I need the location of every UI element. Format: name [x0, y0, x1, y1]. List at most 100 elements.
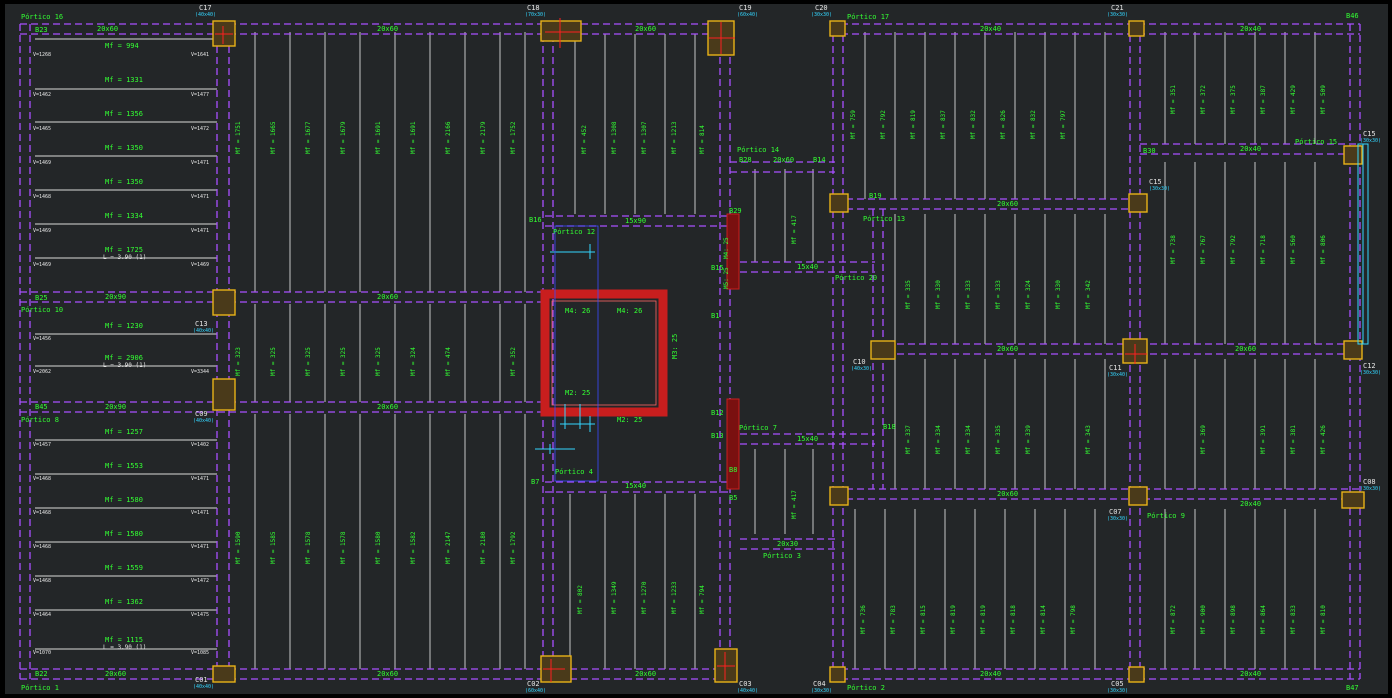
column-label: C09: [195, 410, 208, 418]
joist-moment: Mf = 333: [995, 280, 1002, 309]
portico-label: Pórtico 8: [21, 416, 59, 424]
wall-label: M4: 26: [565, 307, 591, 315]
portico-label: Pórtico 20: [835, 274, 878, 282]
joist-moment: Mf = 738: [1170, 235, 1177, 264]
joist-moment: Mf = 560: [1290, 235, 1297, 264]
beam-label: B18: [883, 423, 896, 431]
wall-label: M2: 25: [565, 389, 591, 397]
drawing-area[interactable]: Pórtico 16 Pórtico 17 Pórtico 10 Pórtico…: [5, 4, 1388, 694]
column-size: (40x40): [195, 12, 217, 18]
beam-section: 20x40: [1240, 25, 1262, 33]
joist-moment: Mf = 335: [995, 425, 1002, 454]
joist-moment: Mf = 900: [1200, 605, 1207, 634]
joist-moment: Mf = 474: [445, 347, 452, 376]
joist-moment: Mf = 759: [850, 110, 857, 139]
portico-label: Pórtico 13: [863, 215, 906, 223]
joist-moment: Mf = 1578: [340, 531, 347, 564]
beam-section: 20x40: [1240, 670, 1262, 678]
right-vertical-joists: [854, 32, 1316, 669]
shear-value: V=1457: [33, 442, 52, 448]
column-label: C05: [1111, 680, 1124, 688]
joist-moment: Mf = 994: [105, 42, 139, 50]
shear-value: V=1468: [33, 510, 52, 516]
column-size: (30x30): [811, 12, 833, 18]
column-size: (40x30): [851, 366, 873, 372]
joist-moment: Mf = 1590: [235, 531, 242, 564]
column-size: (30x30): [1107, 688, 1129, 694]
joist-moment: Mf = 1559: [105, 564, 143, 572]
joist-moment: Mf = 342: [1085, 280, 1092, 309]
column-label: C04: [813, 680, 826, 688]
portico-label: Pórtico 7: [739, 424, 777, 432]
joist-moment: Mf = 797: [1060, 110, 1067, 139]
joist-moment: Mf = 417: [791, 490, 798, 519]
joist-moment: Mf = 819: [910, 110, 917, 139]
joist-moment: Mf = 1362: [105, 598, 143, 606]
beam-label: B28: [739, 156, 752, 164]
beam-label: B8: [729, 466, 738, 474]
column-size: (30x30): [1107, 516, 1129, 522]
joist-length: L = 3.90 (1): [103, 644, 147, 651]
joist-moment: Mf = 1270: [641, 581, 648, 614]
slab-outlines: [554, 225, 599, 482]
joist-moment: Mf = 509: [1320, 85, 1327, 114]
joist-moment: Mf = 792: [880, 110, 887, 139]
joist-moment: Mf = 736: [860, 605, 867, 634]
joist-moment: Mf = 330: [935, 280, 942, 309]
shear-value: V=1465: [33, 126, 52, 132]
beam-label: B5: [729, 494, 738, 502]
joist-moment: Mf = 1580: [105, 496, 143, 504]
joist-moment: Mf = 1752: [510, 121, 517, 154]
joist-moment: Mf = 330: [1055, 280, 1062, 309]
joist-moment: Mf = 351: [1170, 85, 1177, 114]
shear-value: V=1471: [191, 160, 210, 166]
joist-moment: Mf = 802: [577, 585, 584, 614]
beam-section: 20x40: [1240, 500, 1262, 508]
column-label: C21: [1111, 4, 1124, 12]
portico-label: Pórtico 14: [737, 146, 780, 154]
joist-moment: Mf = 1792: [510, 531, 517, 564]
center-vertical-joists: [569, 34, 814, 669]
joist-moment: Mf = 1578: [305, 531, 312, 564]
joist-moment: Mf = 381: [1290, 425, 1297, 454]
shear-value: V=1471: [191, 544, 210, 550]
portico-label: Pórtico 3: [763, 552, 801, 560]
joist-moment: Mf = 818: [1010, 605, 1017, 634]
column-label: C03: [739, 680, 752, 688]
joist-moment: Mf = 1350: [105, 178, 143, 186]
portico-label: Pórtico 1: [21, 684, 59, 692]
joist-moment: Mf = 1751: [235, 121, 242, 154]
joist-moment: Mf = 819: [950, 605, 957, 634]
portico-label: Pórtico 10: [21, 306, 64, 314]
joist-moment: Mf = 837: [940, 110, 947, 139]
joist-moment: Mf = 325: [375, 347, 382, 376]
joist-moment: Mf = 718: [1260, 235, 1267, 264]
portico-label: Pórtico 15: [1295, 138, 1338, 146]
joist-moment: Mf = 452: [581, 125, 588, 154]
joist-moment: Mf = 806: [1320, 235, 1327, 264]
beam-label: B16: [529, 216, 542, 224]
joist-moment: Mf = 819: [980, 605, 987, 634]
joist-moment: Mf = 898: [1230, 605, 1237, 634]
column-label: C11: [1109, 364, 1122, 372]
column-size: (40x40): [193, 418, 215, 424]
structural-floor-plan: [19, 18, 1369, 683]
column-size: (40x40): [193, 328, 215, 334]
joist-moment: Mf = 325: [305, 347, 312, 376]
beam-label: B22: [35, 670, 48, 678]
joist-moment: Mf = 1677: [305, 121, 312, 154]
column-size: (70x30): [525, 12, 547, 18]
portico-label: Pórtico 12: [553, 228, 596, 236]
cyan-leaders: [535, 143, 1369, 454]
joist-moment: Mf = 325: [340, 347, 347, 376]
portico-label: Pórtico 2: [847, 684, 885, 692]
column-size: (30x30): [811, 688, 833, 694]
joist-moment: Mf = 794: [699, 585, 706, 614]
joist-moment: Mf = 1307: [641, 121, 648, 154]
joist-length: L = 3.90 (1): [103, 362, 147, 369]
column-label: C13: [195, 320, 208, 328]
shear-value: V=1469: [33, 160, 52, 166]
joist-moment: Mf = 372: [1200, 85, 1207, 114]
shear-value: V=1469: [33, 228, 52, 234]
